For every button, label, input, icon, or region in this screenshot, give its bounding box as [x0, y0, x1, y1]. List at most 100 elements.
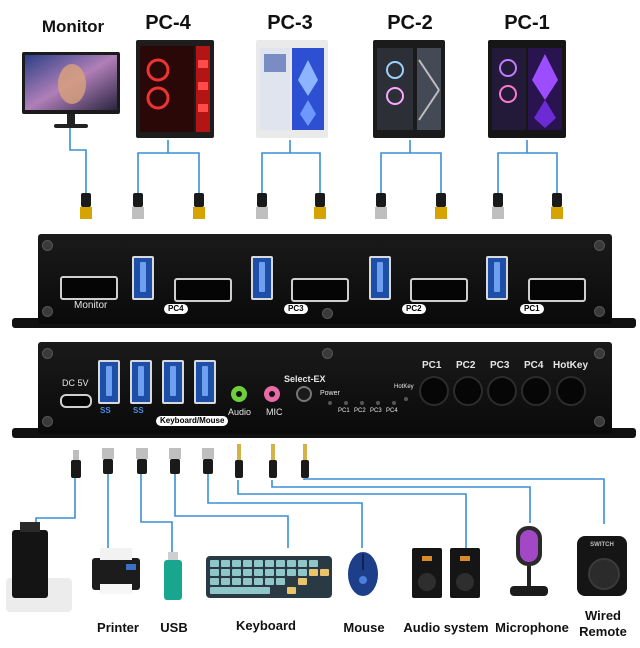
- power-label: Power: [320, 390, 340, 397]
- power-led-icon: [328, 401, 332, 405]
- printer-image: [92, 548, 140, 594]
- pc1-switch-button[interactable]: [419, 376, 449, 406]
- screw-icon: [42, 348, 53, 359]
- mouse-usb-port: [194, 360, 216, 404]
- pc2-led-icon: [360, 401, 364, 405]
- usb-label: USB: [160, 620, 188, 635]
- select-ex-label: Select-EX: [284, 374, 326, 384]
- screw-icon: [42, 416, 53, 427]
- btn-hotkey-label: HotKey: [553, 360, 589, 371]
- power-adapter-image: [6, 522, 72, 612]
- hotkey-small-label: HotKey: [394, 384, 414, 390]
- pc2-usb-port: [369, 256, 391, 300]
- pc3-label: PC-3: [267, 12, 313, 34]
- screw-icon: [42, 240, 53, 251]
- pc2-hdmi-port: [410, 278, 468, 302]
- pc3-switch-button[interactable]: [487, 376, 517, 406]
- led-pc3-label: PC3: [370, 408, 382, 414]
- pc1-usb-port: [486, 256, 508, 300]
- usb-ss-logo-1: SS: [100, 406, 111, 415]
- usb-plug-keyboard-icon: [169, 448, 181, 474]
- pc2-switch-button[interactable]: [453, 376, 483, 406]
- front-panel: Monitor PC4 PC3 PC2 PC1: [38, 234, 612, 324]
- usb-stick-image: [164, 552, 182, 600]
- wired-remote-image: SWITCH: [577, 536, 627, 596]
- dc-label: DC 5V: [62, 378, 89, 388]
- hdmi-plug-pc1-icon: [551, 193, 563, 219]
- pc4-switch-button[interactable]: [521, 376, 551, 406]
- mic-plug-icon: [269, 444, 277, 478]
- screw-icon: [322, 348, 333, 359]
- led-pc2-label: PC2: [354, 408, 366, 414]
- usb-c-plug-icon: [71, 450, 81, 478]
- pc1-label: PC-1: [504, 12, 550, 34]
- wired-remote-label-line1: Wired: [585, 608, 621, 623]
- pc2-label: PC-2: [387, 12, 433, 34]
- mouse-image: [348, 552, 378, 596]
- usb-port-2: [130, 360, 152, 404]
- mic-jack-label: MIC: [266, 407, 283, 417]
- screw-icon: [594, 348, 605, 359]
- usb-plug-pc1-icon: [492, 193, 504, 219]
- pc3-port-label: PC3: [284, 304, 308, 314]
- pc4-hdmi-port: [174, 278, 232, 302]
- hdmi-plug-pc4-icon: [193, 193, 205, 219]
- usb-plug-mouse-icon: [202, 448, 214, 474]
- mouse-label: Mouse: [343, 620, 385, 635]
- btn-pc4-label: PC4: [524, 360, 544, 371]
- usb-plug-pc3-icon: [256, 193, 268, 219]
- select-ex-jack: [296, 386, 312, 402]
- monitor-hdmi-port: [60, 276, 118, 300]
- printer-label: Printer: [97, 620, 139, 635]
- pc4-tower-image: [136, 40, 214, 138]
- remote-plug-icon: [301, 444, 309, 478]
- led-pc4-label: PC4: [386, 408, 398, 414]
- monitor-label: Monitor: [41, 17, 105, 36]
- monitor-image: [22, 52, 120, 128]
- keyboard-label: Keyboard: [236, 618, 296, 633]
- hdmi-plug-pc3-icon: [314, 193, 326, 219]
- keyboard-usb-port: [162, 360, 184, 404]
- audio-jack: [231, 386, 247, 402]
- hdmi-plug-pc2-icon: [435, 193, 447, 219]
- wired-remote-label-line2: Remote: [579, 624, 627, 639]
- usb-port-1: [98, 360, 120, 404]
- usb-plug-stick-icon: [136, 448, 148, 474]
- dc-usb-c-port: [60, 394, 92, 408]
- screw-icon: [594, 416, 605, 427]
- btn-pc1-label: PC1: [422, 360, 442, 371]
- pc3-hdmi-port: [291, 278, 349, 302]
- microphone-image: [510, 526, 548, 596]
- pc3-usb-port: [251, 256, 273, 300]
- led-pc1-label: PC1: [338, 408, 350, 414]
- pc4-usb-port: [132, 256, 154, 300]
- screw-icon: [594, 306, 605, 317]
- rear-panel: DC 5V SS SS Keyboard/Mouse Audio MIC Sel…: [38, 342, 612, 434]
- btn-pc2-label: PC2: [456, 360, 476, 371]
- audio-jack-label: Audio: [228, 407, 252, 417]
- usb-plug-printer-icon: [102, 448, 114, 474]
- usb-plug-pc2-icon: [375, 193, 387, 219]
- screw-icon: [42, 306, 53, 317]
- remote-button: [588, 558, 620, 590]
- pc1-port-label: PC1: [520, 304, 544, 314]
- audio-plug-icon: [235, 444, 243, 478]
- audio-system-image: [412, 548, 480, 598]
- pc3-led-icon: [376, 401, 380, 405]
- pc2-port-label: PC2: [402, 304, 426, 314]
- pc3-tower-image: [256, 40, 328, 138]
- audio-system-label: Audio system: [403, 620, 489, 635]
- screw-icon: [322, 308, 333, 319]
- microphone-label: Microphone: [495, 620, 569, 635]
- remote-brand-label: SWITCH: [590, 542, 614, 548]
- monitor-port-label: Monitor: [74, 300, 108, 311]
- hotkey-button[interactable]: [556, 376, 586, 406]
- pc1-led-icon: [344, 401, 348, 405]
- pc1-tower-image: [488, 40, 566, 138]
- hotkey-led-icon: [404, 397, 408, 401]
- mic-jack: [264, 386, 280, 402]
- screw-icon: [594, 240, 605, 251]
- pc4-led-icon: [392, 401, 396, 405]
- hdmi-plug-monitor-icon: [80, 193, 92, 219]
